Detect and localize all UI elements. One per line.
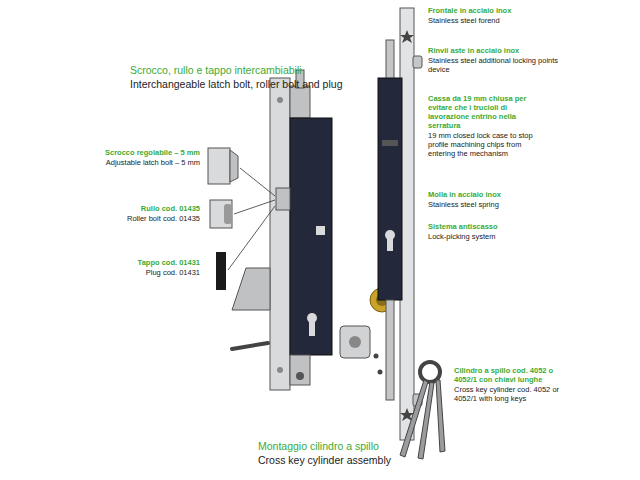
cylinder-core [349,336,361,348]
callout-text: Sistema antiscasso [428,222,588,231]
callout-text: Cassa da 19 mm chiusa per evitare che i … [428,94,546,130]
callout-text: Stainless steel spring [428,200,588,209]
screw [374,354,379,359]
lock-case [290,118,332,355]
keyhole [387,235,393,251]
latch-bolt-part [230,150,238,182]
cylinder [340,326,370,358]
keyhole [309,318,315,336]
callout-text: Stainless steel additional locking point… [428,56,568,74]
leader-line [234,200,275,214]
callout-text: Adjustable latch bolt – 5 mm [50,158,200,167]
rod [386,40,394,80]
callout-text: Cilindro a spillo cod. 4052 o 4052/1 con… [454,366,574,384]
callout-text: Stainless steel forend [428,16,628,25]
callout-text: Lock-picking system [428,232,588,241]
forend [270,78,290,390]
roller-part [224,204,232,224]
screw-hole [277,97,283,103]
leader-line [228,206,275,270]
heading-text: Scrocco, rullo e tappo intercambiabili [130,64,390,77]
callout-text: Scrocco regolabile – 5 mm [50,148,200,157]
callout-text: Frontale in acciaio inox [428,6,628,15]
heading-text: Cross key cylinder assembly [258,454,518,467]
lock-case [378,78,402,300]
bolt [413,56,422,68]
callout-text: Rinvii aste in acciaio inox [428,46,568,55]
callout-text: Cross key cylinder cod. 4052 or 4052/1 w… [454,385,574,403]
callout-text: Roller bolt cod. 01435 [50,214,200,223]
latch-bolt-part [208,148,230,184]
callout-text: Rullo cod. 01435 [50,204,200,213]
screw [296,372,304,380]
spring [382,140,398,146]
screw [232,343,268,349]
leader-line [240,168,275,196]
key [418,382,434,459]
callout-text: Plug cod. 01431 [50,268,200,277]
callout-text: Tappo cod. 01431 [50,258,200,267]
callout-text: Molla in acciaio inox [428,190,588,199]
top-bolt [290,86,310,118]
rod [386,300,394,400]
screw [400,30,414,43]
key-ring [420,362,440,382]
hook-bolt [232,268,270,310]
key [436,380,445,452]
latch-bolt [276,188,290,210]
callout-text: 19 mm closed lock case to stop profile m… [428,131,546,158]
screw-hole [277,367,283,373]
heading-text: Interchangeable latch bolt, roller bolt … [130,78,390,91]
heading-text: Montaggio cilindro a spillo [258,440,518,453]
roller-part [210,200,232,228]
follower [316,226,325,235]
screw [378,370,383,375]
bottom-bolt [290,355,310,385]
plug-part [216,252,226,290]
